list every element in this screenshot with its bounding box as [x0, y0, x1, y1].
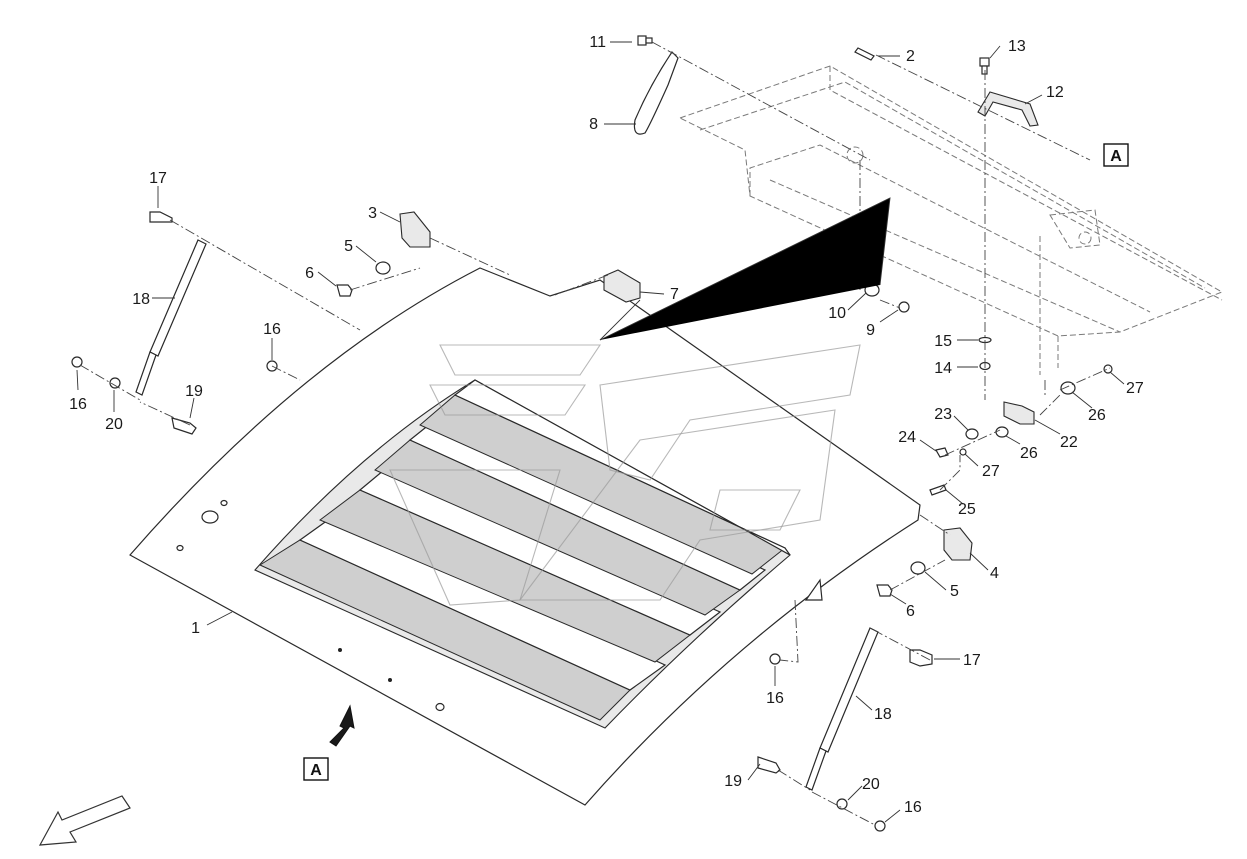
callout-16-c: 16 [766, 690, 784, 707]
callout-11: 11 [589, 34, 606, 51]
spacer-20-upper [109, 377, 121, 389]
gas-strut-18-upper [149, 239, 207, 357]
spacer-20-lower [836, 798, 848, 810]
view-direction-arrow-icon [329, 704, 355, 747]
screw-13 [979, 57, 990, 75]
callout-2: 2 [906, 48, 915, 65]
nut-27-left [959, 448, 967, 456]
callout-16-d: 16 [904, 799, 922, 816]
hinge-bracket-4 [943, 527, 973, 561]
washer-5-lower [910, 561, 926, 575]
callout-26-right: 26 [1088, 407, 1106, 424]
nut-27-right [1103, 364, 1113, 374]
callout-25: 25 [958, 501, 976, 518]
callout-14: 14 [934, 360, 952, 377]
callout-3: 3 [368, 205, 377, 222]
frame-link-lines [599, 197, 891, 341]
gas-strut-18-lower [819, 627, 879, 753]
bolt-17-lower [909, 649, 933, 667]
bolt-6-lower [876, 584, 893, 597]
callout-20-upper: 20 [105, 416, 123, 433]
bolt-19-lower [757, 756, 781, 774]
callout-8: 8 [589, 116, 598, 133]
callout-18-lower: 18 [874, 706, 892, 723]
washer-26-left [995, 426, 1009, 438]
callout-23: 23 [934, 406, 952, 423]
callout-labels: 1 2 3 4 5 5 6 6 7 8 9 10 11 12 13 14 15 … [69, 34, 1144, 816]
nut-16-c [769, 653, 781, 665]
nut-9 [898, 301, 910, 313]
callout-18-upper: 18 [132, 291, 150, 308]
washer-5-upper [375, 261, 391, 275]
view-marker-a-top: A [1103, 143, 1129, 167]
bolt-19-upper [171, 417, 197, 435]
callout-6-lower: 6 [906, 603, 915, 620]
callout-leaders [76, 41, 1125, 823]
callout-7: 7 [670, 286, 679, 303]
watermark-outline [389, 344, 861, 606]
handle-12 [977, 91, 1039, 127]
pin-2 [854, 47, 875, 61]
callout-22: 22 [1060, 434, 1078, 451]
bolt-6-upper [336, 284, 353, 297]
callout-17-lower: 17 [963, 652, 981, 669]
callout-13: 13 [1008, 38, 1026, 55]
callout-19-upper: 19 [185, 383, 203, 400]
latch-block-7 [603, 269, 641, 303]
callout-27-left: 27 [982, 463, 1000, 480]
nut-16-d [874, 820, 886, 832]
latch-22 [1003, 401, 1035, 425]
gas-strut-18-lower-rod [805, 747, 827, 791]
washer-26-right [1060, 381, 1076, 395]
strap-8 [633, 51, 679, 135]
callout-6-upper: 6 [305, 265, 314, 282]
callout-9: 9 [866, 322, 875, 339]
screw-24 [935, 447, 949, 458]
hinge-bracket-3 [399, 211, 431, 248]
assembly-lines [79, 41, 1111, 826]
louvered-panel [129, 267, 921, 806]
callout-12: 12 [1046, 84, 1064, 101]
direction-arrow-icon [38, 795, 131, 846]
bolt-17-upper [149, 211, 173, 223]
callout-16-b: 16 [263, 321, 281, 338]
callout-5-lower: 5 [950, 583, 959, 600]
callout-1: 1 [191, 620, 200, 637]
callout-20-lower: 20 [862, 776, 880, 793]
callout-26-left: 26 [1020, 445, 1038, 462]
view-marker-label: A [1110, 148, 1122, 165]
callout-17-upper: 17 [149, 170, 167, 187]
callout-16-a: 16 [69, 396, 87, 413]
callout-4: 4 [990, 565, 999, 582]
view-marker-a-bottom: A [303, 757, 329, 781]
callout-5-upper: 5 [344, 238, 353, 255]
bolt-11 [637, 35, 653, 46]
callout-15: 15 [934, 333, 952, 350]
callout-10: 10 [828, 305, 846, 322]
frame-assembly-ghost [678, 65, 1224, 375]
washer-23 [965, 428, 979, 440]
callout-24: 24 [898, 429, 916, 446]
callout-27-right: 27 [1126, 380, 1144, 397]
callout-19-lower: 19 [724, 773, 742, 790]
gas-strut-18-upper-rod [135, 351, 157, 396]
view-marker-label: A [310, 762, 322, 779]
nut-16-a [71, 356, 83, 368]
